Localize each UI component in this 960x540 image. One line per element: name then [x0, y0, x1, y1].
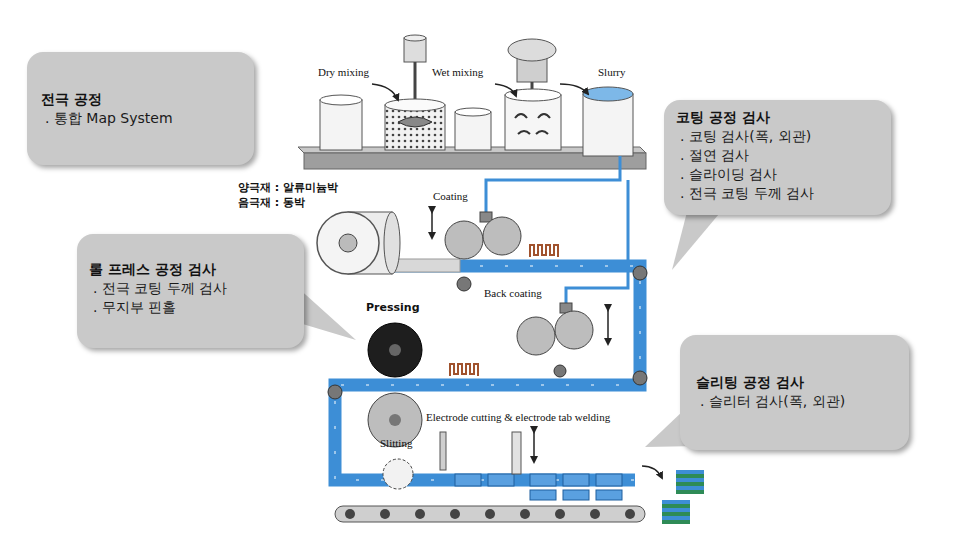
callout-heading: 슬리팅 공정 검사: [696, 373, 899, 392]
callout-item: . 전극 코팅 두께 검사: [676, 184, 881, 203]
press-rollers: [328, 323, 422, 447]
flow-arrow: [372, 84, 398, 100]
part-label: Dry mixing: [318, 66, 369, 79]
callout-tail: [296, 286, 356, 340]
callout-item: . 슬리터 검사(폭, 외관): [696, 392, 899, 411]
foil-roll: [317, 212, 400, 274]
dryer-coil: [450, 364, 478, 376]
callout-heading: 롤 프레스 공정 검사: [89, 260, 294, 279]
wet-mixer: [505, 39, 561, 150]
motion-arrow: [432, 212, 608, 462]
cut-electrodes: [455, 474, 622, 500]
part-label: Electrode cutting & electrode tab weldin…: [426, 411, 610, 424]
flow-arrow: [560, 84, 588, 94]
callout-box: 롤 프레스 공정 검사. 전극 코팅 두께 검사. 무지부 핀홀: [77, 234, 304, 348]
part-label: Back coating: [484, 287, 542, 300]
part-label: Wet mixing: [432, 66, 483, 79]
callout-box: 전극 공정. 통합 Map System: [27, 52, 254, 165]
part-label: Pressing: [366, 302, 420, 315]
slurry-tank: [583, 87, 633, 156]
back-coating-rollers: [517, 311, 647, 385]
coating-rollers: [445, 217, 647, 291]
callout-item: . 전극 코팅 두께 검사: [89, 279, 294, 298]
tab-welder: [512, 432, 521, 474]
flow-arrow: [495, 84, 516, 96]
part-label: Slitting: [380, 437, 412, 450]
cutter: [440, 432, 446, 470]
flow-arrow: [642, 466, 662, 478]
container: [455, 108, 491, 150]
belt-marks: [335, 266, 640, 480]
callout-item: . 슬라이딩 검사: [676, 165, 881, 184]
slitter-blade: [383, 459, 413, 489]
electrode-belt: [335, 266, 640, 480]
callout-heading: 전극 공정: [41, 90, 242, 109]
callout-item: . 코팅 검사(폭, 외관): [676, 127, 881, 146]
slurry-pipe: [566, 180, 628, 305]
part-label: Slurry: [598, 66, 626, 79]
electrode-stack: [662, 470, 704, 524]
part-label: 양극재 : 알류미늄박: [238, 182, 338, 195]
callout-tail: [672, 208, 724, 270]
part-label: 음극재 : 동박: [238, 197, 305, 210]
callout-box: 슬리팅 공정 검사. 슬리터 검사(폭, 외관): [680, 335, 909, 450]
callout-item: . 무지부 핀홀: [89, 298, 294, 317]
callout-item: . 통합 Map System: [41, 109, 242, 128]
dryer-coil: [530, 245, 558, 257]
conveyor: [335, 506, 645, 522]
slurry-pipe: [486, 156, 620, 214]
part-label: Coating: [433, 190, 468, 203]
callout-heading: 코팅 공정 검사: [676, 108, 881, 127]
container: [320, 95, 362, 150]
callout-item: . 절연 검사: [676, 146, 881, 165]
callout-box: 코팅 공정 검사. 코팅 검사(폭, 외관). 절연 검사. 슬라이딩 검사. …: [664, 100, 891, 215]
